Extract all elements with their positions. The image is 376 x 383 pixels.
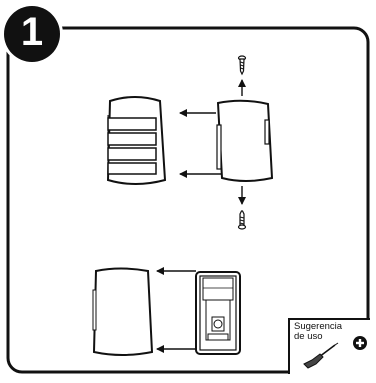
panel-frame <box>6 26 370 374</box>
usage-tip-icons <box>303 336 367 369</box>
step-number: 1 <box>20 10 44 54</box>
step-number-badge: 1 <box>0 0 72 72</box>
open-detector-internals <box>195 271 241 355</box>
usage-tip-line-2: de uso <box>294 331 323 342</box>
screw-icon <box>237 55 247 76</box>
screw-icon <box>237 210 247 230</box>
plus-circle-icon <box>353 336 367 350</box>
step-badge-shape <box>1 3 63 65</box>
back-housing <box>216 99 274 182</box>
usage-tip-label: Sugerencia de uso <box>294 322 342 342</box>
front-cover-with-lens <box>106 96 167 185</box>
screwdriver-icon <box>303 342 339 369</box>
usage-tip-line-1: Sugerencia <box>294 321 343 332</box>
usage-tip-box: Sugerencia de uso <box>288 318 370 374</box>
motion-detector-icon <box>92 267 154 356</box>
